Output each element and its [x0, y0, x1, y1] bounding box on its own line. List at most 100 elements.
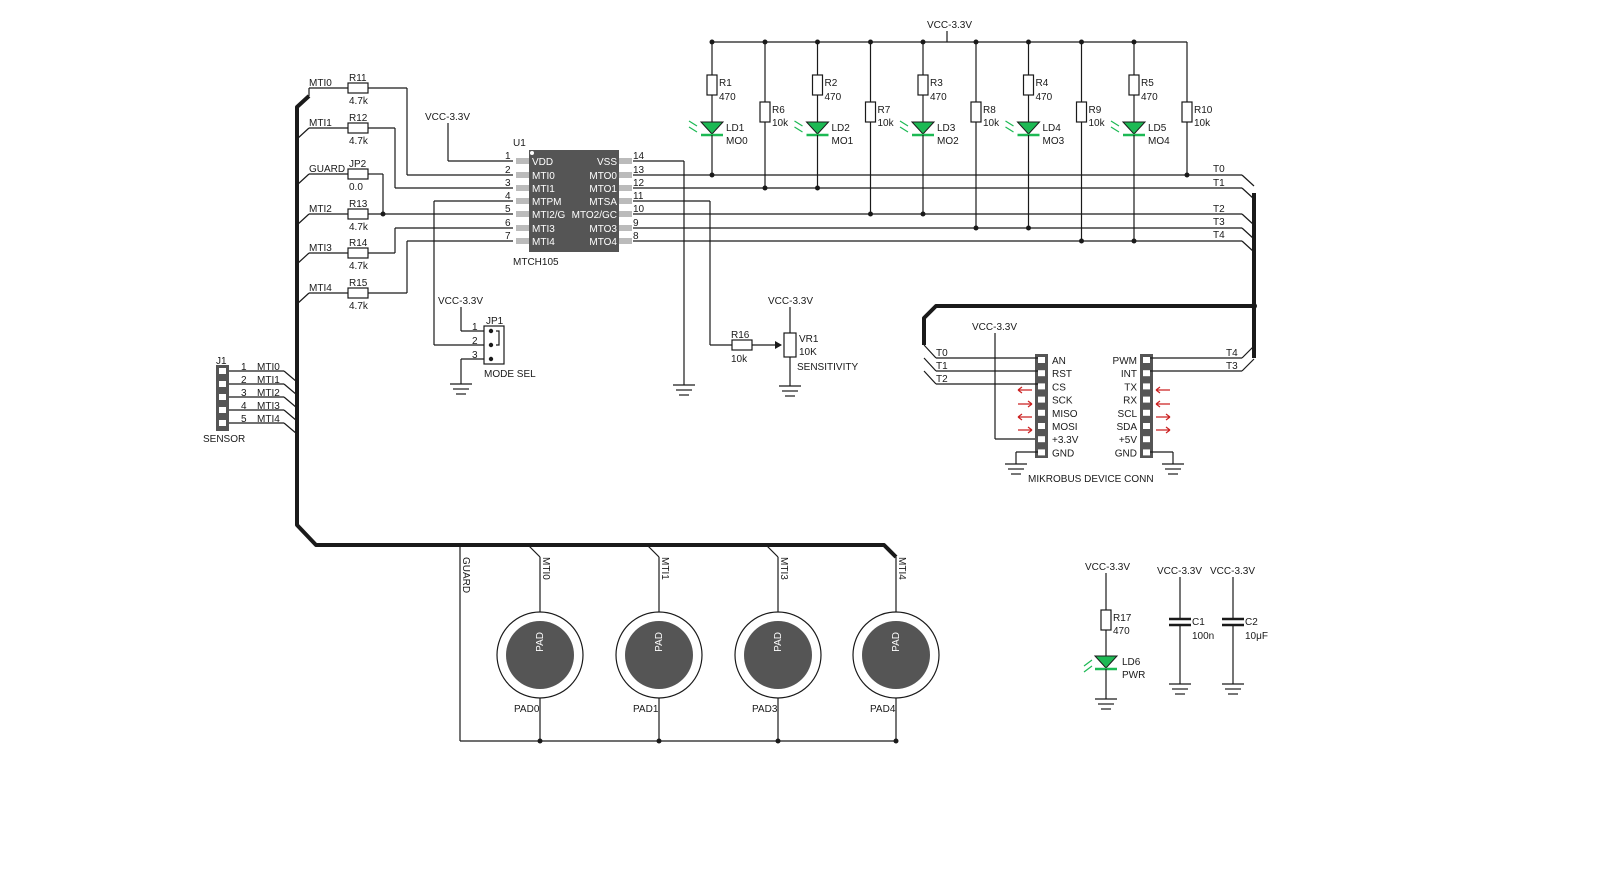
- led-ref: LD5: [1148, 123, 1167, 134]
- r-ref: R3: [930, 78, 943, 89]
- mikrobus-left-pin: MISO: [1052, 409, 1078, 420]
- r17-ref: R17: [1113, 613, 1132, 624]
- jp1-mode-sel: VCC-3.3V 1 2 3 JP1 MODE SEL: [438, 296, 536, 395]
- j1-label: SENSOR: [203, 434, 245, 445]
- pull-value: 10k: [772, 118, 789, 129]
- vcc-label: VCC-3.3V: [1157, 566, 1202, 577]
- mikrobus-right-pin: TX: [1124, 382, 1137, 393]
- c2-value: 10μF: [1245, 631, 1268, 642]
- value-label: 4.7k: [349, 96, 369, 107]
- r16-ref: R16: [731, 330, 750, 341]
- output-nets: T0 T1 T2 T3 T4: [633, 160, 1255, 385]
- mikrobus-right-pin: +5V: [1119, 435, 1137, 446]
- led-ref: LD1: [726, 123, 745, 134]
- mikrobus-right-pin: PWM: [1113, 356, 1137, 367]
- pin-name: MTO3: [589, 224, 617, 235]
- pad-label: PAD1: [633, 704, 659, 715]
- pin-number: 4: [241, 401, 247, 412]
- pin-name: MTPM: [532, 197, 561, 208]
- pull-ref: R9: [1089, 105, 1102, 116]
- pad-text: PAD: [535, 632, 546, 652]
- net-label: MTI1: [309, 118, 332, 129]
- pin-number: 9: [633, 218, 639, 229]
- led-label: MO0: [726, 136, 748, 147]
- pin-name: VDD: [532, 157, 553, 168]
- r-ref: R5: [1141, 78, 1154, 89]
- output-bus: [922, 193, 1256, 358]
- ref-label: R13: [349, 199, 368, 210]
- vcc-label: VCC-3.3V: [768, 296, 813, 307]
- ref-label: JP2: [349, 159, 367, 170]
- value-label: 4.7k: [349, 222, 369, 233]
- pad-net: MTI3: [778, 557, 789, 580]
- ld6-label: PWR: [1122, 670, 1145, 681]
- pin-number: 8: [633, 231, 639, 242]
- pad-text: PAD: [773, 632, 784, 652]
- led-label: MO1: [832, 136, 854, 147]
- u1-ref: U1: [513, 138, 526, 149]
- led-ref: LD4: [1043, 123, 1062, 134]
- pad-text: PAD: [654, 632, 665, 652]
- vcc-label: VCC-3.3V: [927, 20, 972, 31]
- pin-number: 2: [472, 336, 478, 347]
- mikrobus-right-pin: INT: [1121, 369, 1137, 380]
- pull-ref: R8: [983, 105, 996, 116]
- ref-label: R12: [349, 113, 368, 124]
- net-label: T3: [1226, 361, 1238, 372]
- r-value: 470: [1036, 92, 1053, 103]
- vr1-ref: VR1: [799, 334, 819, 345]
- pin-name: MTO4: [589, 237, 617, 248]
- led-label: MO4: [1148, 136, 1170, 147]
- u1-part: MTCH105: [513, 257, 559, 268]
- vcc-label: VCC-3.3V: [972, 322, 1017, 333]
- pin-net: MTI2: [257, 388, 280, 399]
- led-label: MO3: [1043, 136, 1065, 147]
- led-ref: LD2: [832, 123, 851, 134]
- pin-name: MTI0: [532, 171, 555, 182]
- c1-ref: C1: [1192, 617, 1205, 628]
- ref-label: R11: [349, 73, 367, 84]
- net-label: MTI2: [309, 204, 332, 215]
- sensitivity-circuit: VCC-3.3V R16 10k VR1 10K SENSITIVITY: [731, 296, 858, 397]
- pin-number: 5: [505, 204, 511, 215]
- mikrobus-right-pin: GND: [1115, 448, 1137, 459]
- sensitivity-label: SENSITIVITY: [797, 362, 858, 373]
- pull-ref: R6: [772, 105, 785, 116]
- pad-label: PAD0: [514, 704, 540, 715]
- vcc-label: VCC-3.3V: [438, 296, 483, 307]
- value-label: 4.7k: [349, 136, 369, 147]
- net-label: T2: [936, 374, 948, 385]
- pin-number: 1: [505, 151, 511, 162]
- mikrobus-connector: VCC-3.3V ANRSTCSSCKMISOMOSI+3.3VGNDPWMIN…: [923, 322, 1255, 485]
- r-ref: R1: [719, 78, 732, 89]
- pin-net: MTI0: [257, 362, 280, 373]
- pin-number: 1: [241, 362, 247, 373]
- net-label: T0: [936, 348, 948, 359]
- net-label: GUARD: [309, 164, 345, 175]
- decoupling-caps: VCC-3.3V C1 100n VCC-3.3V C2 10μF: [1157, 566, 1268, 695]
- pad-net: MTI4: [896, 557, 907, 580]
- mikrobus-right-pin: SCL: [1118, 409, 1138, 420]
- pad-text: PAD: [891, 632, 902, 652]
- pin-number: 1: [472, 322, 478, 333]
- pin-name: MTI1: [532, 184, 555, 195]
- touch-pads: GUARD MTI0PADPAD0MTI1PADPAD1MTI3PADPAD3M…: [459, 544, 940, 744]
- pin-name: VSS: [597, 157, 617, 168]
- r-ref: R2: [825, 78, 838, 89]
- pin-name: MTSA: [589, 197, 617, 208]
- net-label: MTI0: [309, 78, 332, 89]
- value-label: 4.7k: [349, 301, 369, 312]
- pin-number: 5: [241, 414, 247, 425]
- vcc-label: VCC-3.3V: [1085, 562, 1130, 573]
- vcc-label: VCC-3.3V: [1210, 566, 1255, 577]
- pin-name: MTO1: [589, 184, 617, 195]
- pin-name: MTO0: [589, 171, 617, 182]
- pin-number: 3: [505, 178, 511, 189]
- pin-net: MTI3: [257, 401, 280, 412]
